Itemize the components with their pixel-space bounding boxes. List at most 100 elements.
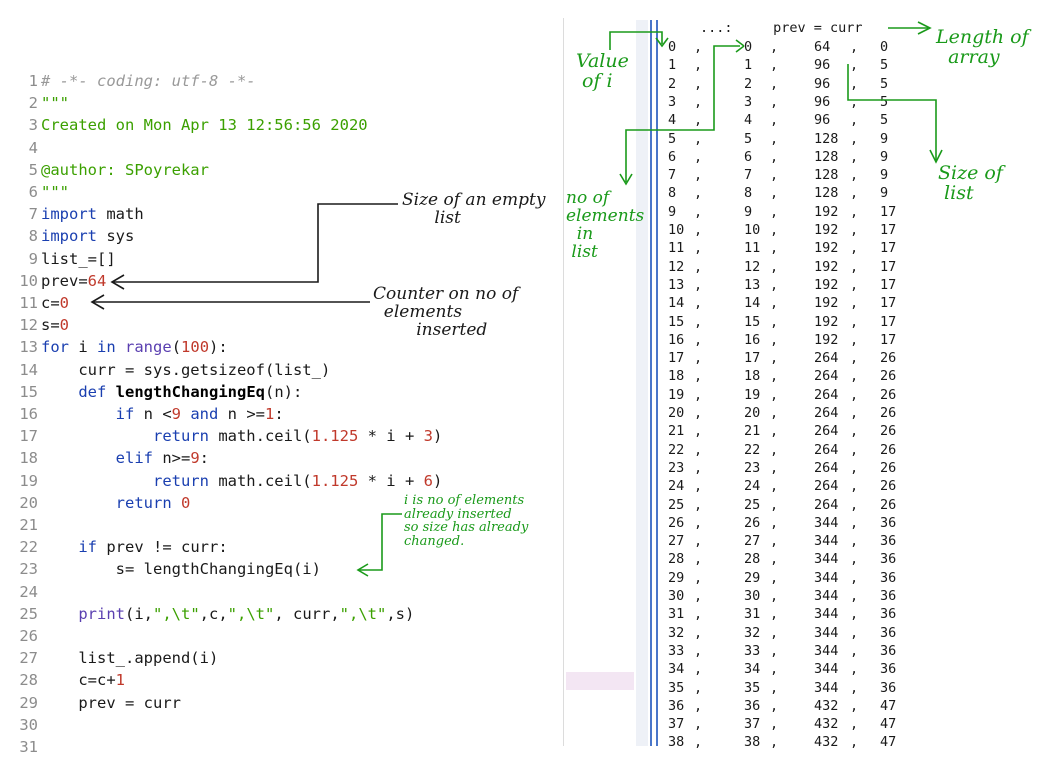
code-text: return 0 <box>41 492 191 514</box>
console-cell-i: 13 <box>668 276 685 293</box>
code-text: if n <9 and n >=1: <box>41 403 284 425</box>
console-separator: , <box>694 185 703 202</box>
code-line[interactable]: 19 return math.ceil(1.125 * i + 6) <box>10 470 442 492</box>
code-token: c= <box>41 294 60 312</box>
code-token <box>41 449 116 467</box>
console-cell-s: 17 <box>880 331 897 348</box>
code-token: 0 <box>181 493 191 512</box>
console-separator: , <box>850 167 859 184</box>
console-separator: , <box>770 39 779 55</box>
console-separator: , <box>694 276 703 293</box>
line-number: 27 <box>19 649 38 668</box>
console-separator: , <box>770 716 779 733</box>
console-cell-s: 47 <box>880 697 897 714</box>
console-cell-s: 26 <box>880 478 897 495</box>
console-separator: , <box>694 130 703 147</box>
code-token: ): <box>209 338 228 357</box>
code-token: ,s) <box>386 604 415 623</box>
console-separator: , <box>694 350 703 367</box>
code-line[interactable]: 31 <box>10 736 41 758</box>
console-cell-size: 432 <box>814 734 839 751</box>
console-cell-s: 9 <box>880 148 889 165</box>
code-line[interactable]: 17 return math.ceil(1.125 * i + 3) <box>10 425 442 447</box>
code-line[interactable]: 21 <box>10 514 41 536</box>
console-separator: , <box>770 130 779 147</box>
code-line[interactable]: 4 <box>10 137 41 159</box>
console-separator: , <box>770 496 779 513</box>
console-separator: , <box>694 167 703 184</box>
console-cell-size: 264 <box>814 405 839 421</box>
console-cell-size: 264 <box>814 386 839 403</box>
console-cell-count: 5 <box>744 130 753 147</box>
console-cell-i: 24 <box>668 478 685 495</box>
code-line[interactable]: 1# -*- coding: utf-8 -*- <box>10 70 256 92</box>
console-cell-count: 19 <box>744 386 761 403</box>
code-line[interactable]: 30 <box>10 714 41 736</box>
console-cell-s: 47 <box>880 734 897 751</box>
code-token: n >= <box>218 405 266 423</box>
code-line[interactable]: 23 s= lengthChangingEq(i) <box>10 558 321 580</box>
console-cell-size: 264 <box>814 441 839 458</box>
code-line[interactable]: 25 print(i,",\t",c,",\t", curr,",\t",s) <box>10 603 414 625</box>
code-text: import sys <box>41 225 134 247</box>
code-line[interactable]: 29 prev = curr <box>10 692 181 714</box>
console-cell-size: 344 <box>814 569 839 586</box>
console-separator: , <box>850 130 859 147</box>
code-line[interactable]: 20 return 0 <box>10 492 190 514</box>
console-separator: , <box>850 405 859 421</box>
console-cell-i: 15 <box>668 313 685 330</box>
code-line[interactable]: 26 <box>10 625 41 647</box>
code-line[interactable]: 6""" <box>10 181 69 203</box>
code-line[interactable]: 5@author: SPoyrekar <box>10 159 209 181</box>
console-cell-i: 33 <box>668 642 685 659</box>
code-token: return <box>152 471 209 490</box>
console-cell-s: 36 <box>880 606 897 623</box>
console-cell-size: 96 <box>814 112 831 129</box>
console-separator: , <box>770 57 779 74</box>
code-line[interactable]: 14 curr = sys.getsizeof(list_) <box>10 359 330 381</box>
code-line[interactable]: 16 if n <9 and n >=1: <box>10 403 284 425</box>
console-separator: , <box>850 331 859 348</box>
code-text: list_.append(i) <box>41 647 218 669</box>
console-cell-size: 96 <box>814 75 831 92</box>
code-token: 1.125 <box>311 427 359 446</box>
code-text: return math.ceil(1.125 * i + 3) <box>41 425 442 447</box>
console-cell-count: 29 <box>744 569 761 586</box>
code-token <box>41 383 78 401</box>
console-separator: , <box>770 386 779 403</box>
console-cell-s: 36 <box>880 588 897 604</box>
code-line[interactable]: 22 if prev != curr: <box>10 536 227 558</box>
code-token <box>106 383 115 401</box>
console-cell-count: 4 <box>744 112 753 129</box>
code-token <box>41 494 116 512</box>
console-cell-i: 30 <box>668 588 685 604</box>
console-cell-count: 33 <box>744 642 761 659</box>
code-line[interactable]: 28 c=c+1 <box>10 669 125 691</box>
code-line[interactable]: 15 def lengthChangingEq(n): <box>10 381 302 403</box>
line-number: 20 <box>19 493 38 512</box>
code-line[interactable]: 2""" <box>10 92 69 114</box>
console-cell-s: 36 <box>880 624 897 641</box>
code-line[interactable]: 18 elif n>=9: <box>10 447 209 469</box>
console-cell-size: 344 <box>814 533 839 550</box>
code-token <box>41 427 153 445</box>
console-cell-count: 38 <box>744 734 761 751</box>
console-separator: , <box>770 423 779 440</box>
console-separator: , <box>694 551 703 568</box>
console-cell-i: 16 <box>668 331 685 348</box>
code-token: 0 <box>59 294 70 312</box>
code-line[interactable]: 27 list_.append(i) <box>10 647 218 669</box>
code-line[interactable]: 24 <box>10 581 41 603</box>
console-cell-size: 432 <box>814 716 839 733</box>
code-token <box>41 538 78 556</box>
line-number: 12 <box>19 316 38 335</box>
